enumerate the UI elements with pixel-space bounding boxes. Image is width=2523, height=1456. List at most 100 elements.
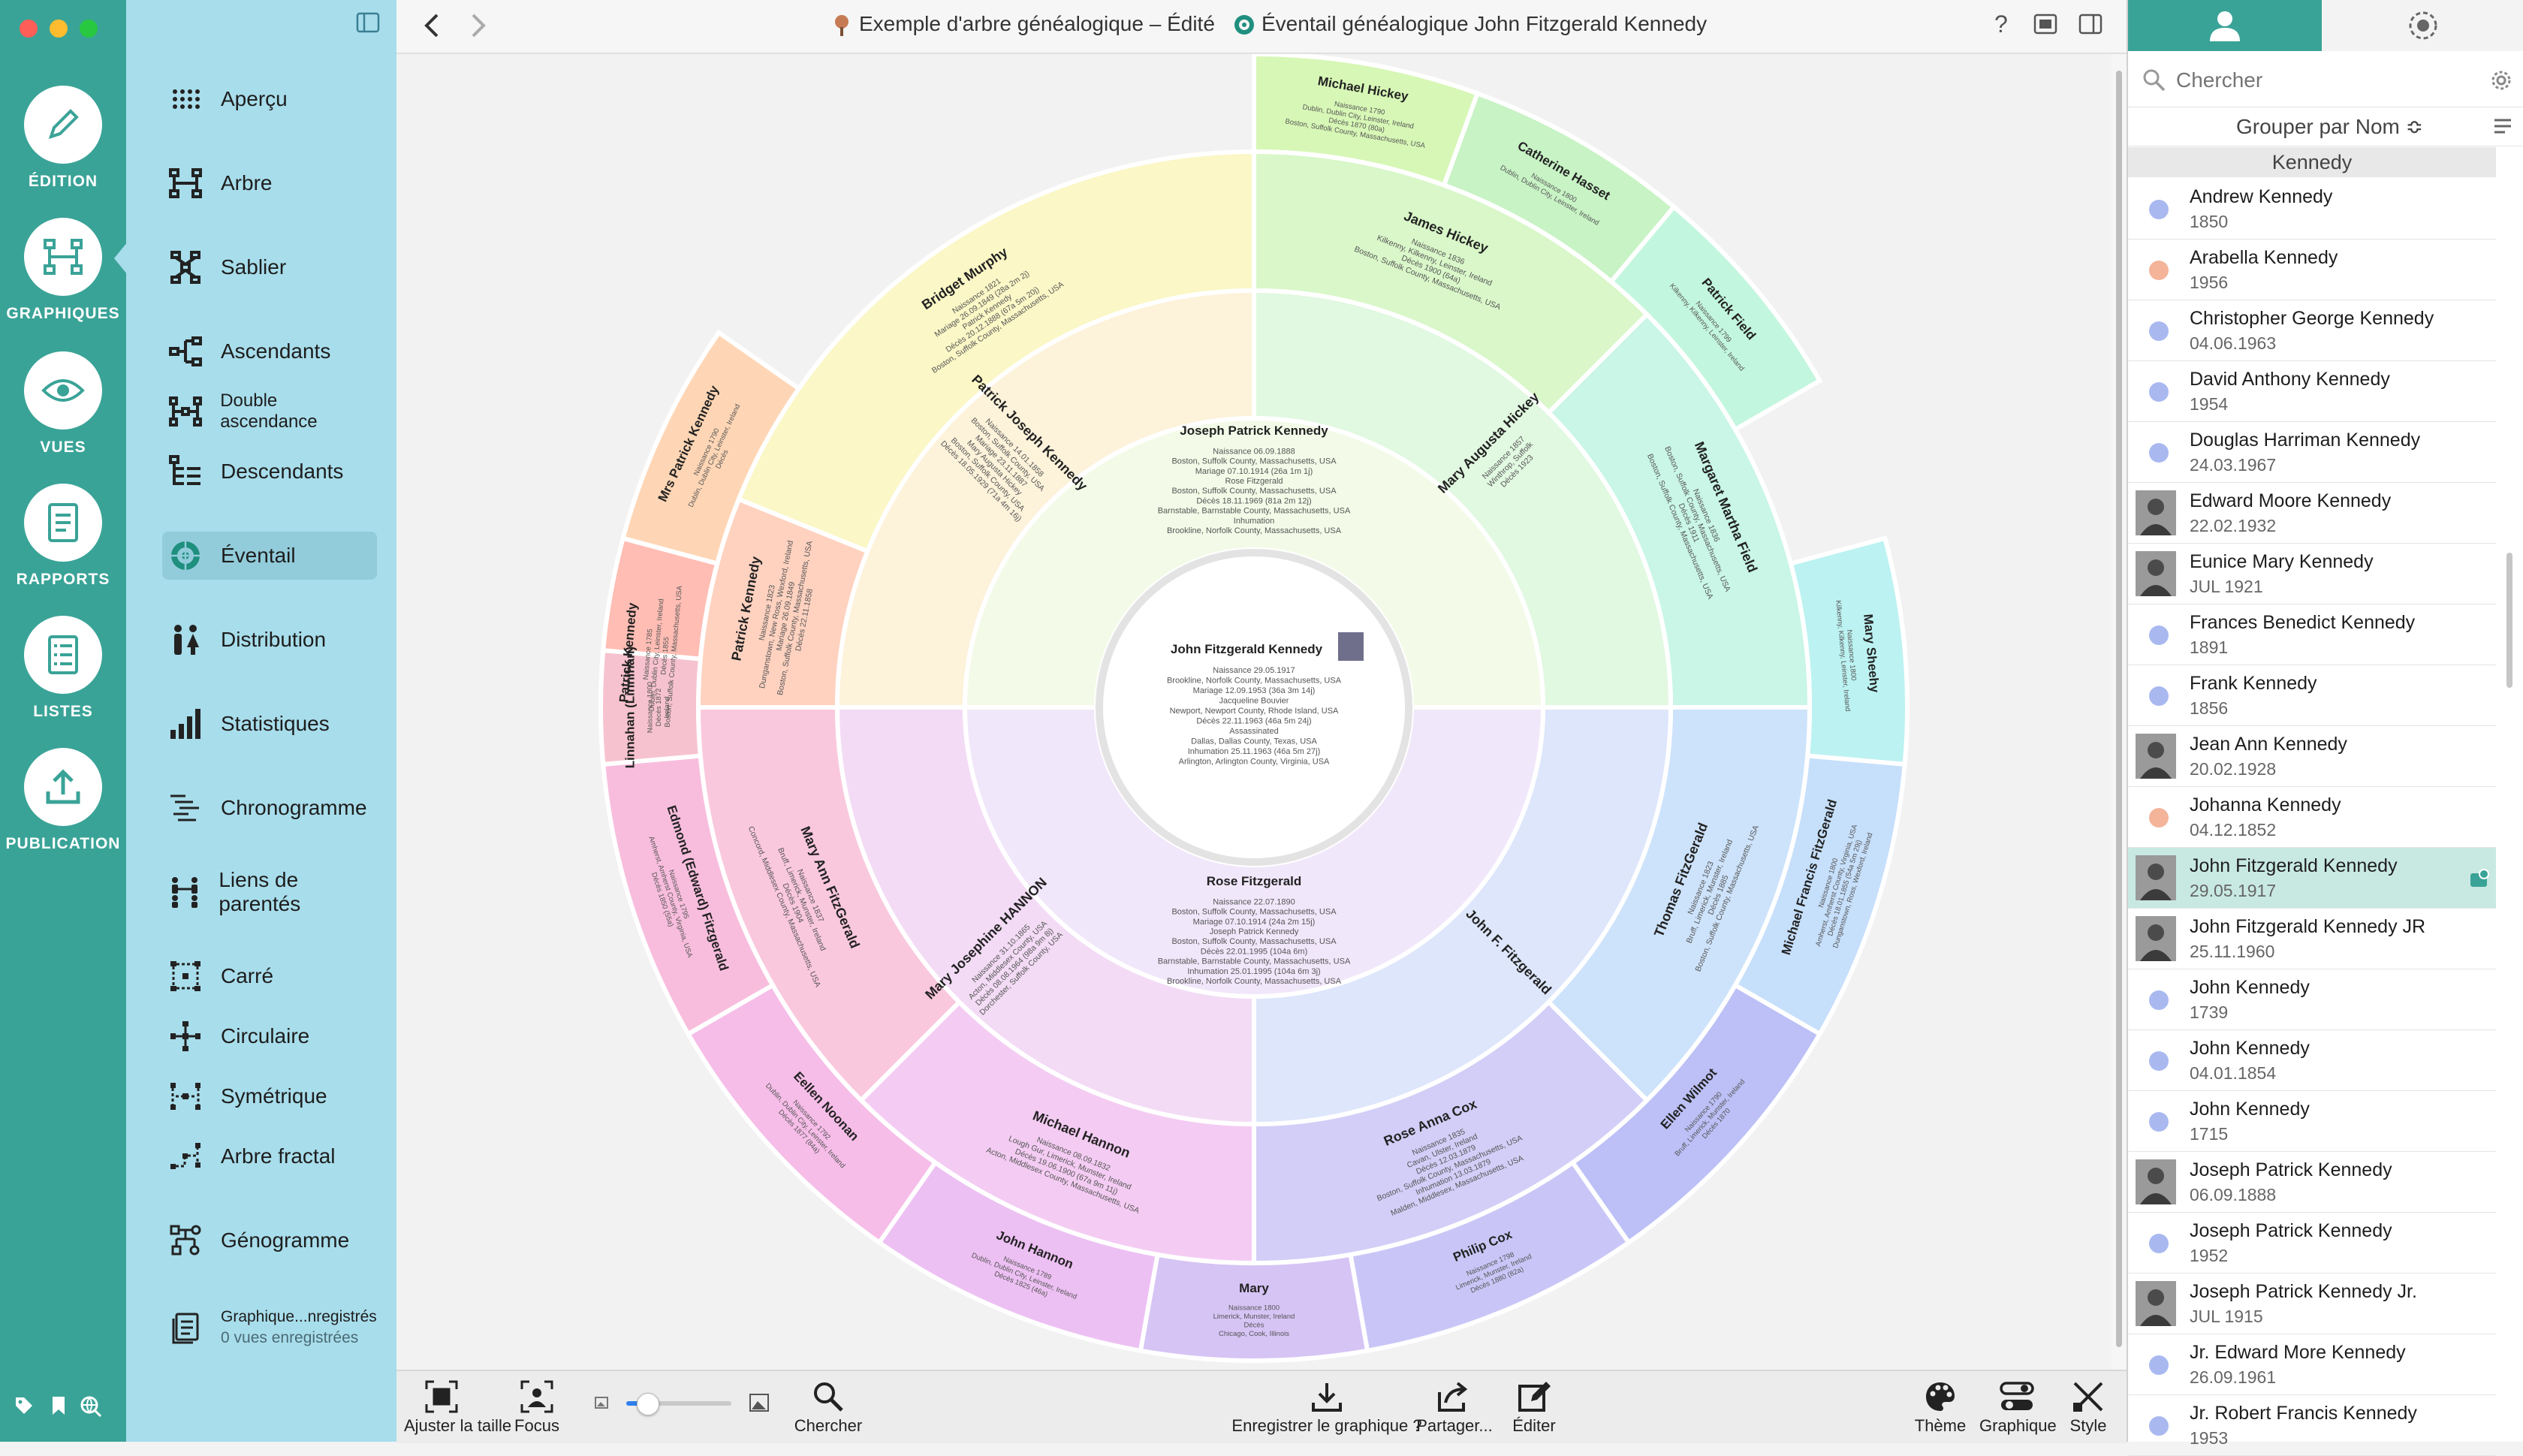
center-person-detail: Naissance 29.05.1917 (1213, 666, 1295, 675)
bookmark-icon[interactable] (50, 1395, 68, 1416)
bar-stats-icon (167, 705, 204, 743)
canvas-vertical-scrollbar[interactable] (2112, 54, 2127, 1370)
search-settings-icon[interactable] (2488, 68, 2514, 97)
sidebar-item-circulaire[interactable]: Circulaire (162, 1012, 377, 1060)
sidebar-item-ascendants[interactable]: Ascendants (162, 327, 377, 375)
window-layout-icon[interactable] (2033, 14, 2057, 38)
zoom-in-icon[interactable] (749, 1394, 769, 1415)
forward-icon[interactable] (470, 12, 487, 43)
person-date: JUL 1921 (2190, 577, 2263, 596)
sidebar-item-sablier[interactable]: Sablier (162, 243, 377, 291)
web-search-icon[interactable] (80, 1395, 102, 1418)
tab-focus[interactable] (2322, 0, 2523, 51)
fit-size-icon (404, 1377, 479, 1416)
sidebar-item-liens-de-parentes[interactable]: Liens de parentés (162, 868, 377, 916)
person-list-item[interactable]: Joseph Patrick Kennedy Jr.JUL 1915 (2128, 1274, 2496, 1334)
gender-dot (2149, 200, 2169, 219)
sidebar-item-genogramme[interactable]: Génogramme (162, 1216, 377, 1265)
rail-vues[interactable]: VUES (0, 351, 126, 457)
circular-chart-icon (167, 1017, 204, 1055)
sidebar-item-distribution[interactable]: Distribution (162, 616, 377, 664)
list-options-icon[interactable] (2493, 117, 2512, 140)
search-chart-button[interactable]: Chercher (787, 1377, 870, 1436)
sidebar-item-apercu[interactable]: Aperçu (162, 75, 377, 123)
window-close-button[interactable] (20, 20, 38, 38)
group-by-selector[interactable]: Grouper par Nom ≎ (2128, 108, 2523, 146)
toggle-inspector-icon[interactable] (2078, 14, 2102, 38)
fan-center-person[interactable] (1096, 549, 1412, 866)
sidebar-item-chronogramme[interactable]: Chronogramme (162, 784, 377, 832)
sidebar-item-label: Descendants (221, 460, 344, 483)
search-input[interactable] (2175, 65, 2463, 96)
theme-button[interactable]: Thème (1910, 1377, 1970, 1436)
fan-chart-title-icon (1233, 14, 1255, 40)
chart-settings-button[interactable]: Graphique (1979, 1377, 2057, 1436)
rail-listes[interactable]: LISTES (0, 616, 126, 721)
tag-icon[interactable] (14, 1395, 35, 1416)
rail-label: ÉDITION (28, 173, 98, 190)
gender-dot (2149, 321, 2169, 341)
rail-graphiques[interactable]: GRAPHIQUES (0, 218, 126, 323)
window-zoom-button[interactable] (80, 20, 98, 38)
sidebar-saved-charts[interactable]: Graphique...nregistrés 0 vues enregistré… (162, 1298, 377, 1358)
fit-size-button[interactable]: Ajuster la taille (404, 1377, 511, 1436)
help-icon[interactable]: ? (1994, 11, 2008, 38)
rail-publication[interactable]: PUBLICATION (0, 748, 126, 853)
zoom-slider-knob[interactable] (637, 1393, 659, 1415)
document-tree-icon (832, 14, 852, 41)
focus-button[interactable]: Focus (511, 1377, 563, 1436)
person-date: 29.05.1917 (2190, 881, 2277, 900)
person-icon (2210, 11, 2240, 41)
person-name: Frank Kennedy (2190, 673, 2317, 694)
rail-rapports[interactable]: RAPPORTS (0, 484, 126, 589)
sidebar-item-arbre-fractal[interactable]: Arbre fractal (162, 1132, 377, 1180)
back-icon[interactable] (424, 12, 440, 43)
center-person-detail: Dallas, Dallas County, Texas, USA (1191, 737, 1317, 746)
square-chart-icon (167, 957, 204, 995)
sidebar-item-eventail[interactable]: Éventail (162, 532, 377, 580)
search-icon (787, 1377, 870, 1416)
gender-dot (2149, 1112, 2169, 1132)
style-button[interactable]: Style (2063, 1377, 2113, 1436)
sidebar-item-double-ascendance[interactable]: Double ascendance (162, 387, 377, 436)
share-button[interactable]: Partager... (1413, 1377, 1496, 1436)
sidebar-item-arbre[interactable]: Arbre (162, 159, 377, 207)
save-chart-button[interactable]: Enregistrer le graphique ? (1210, 1377, 1443, 1436)
window-minimize-button[interactable] (50, 20, 68, 38)
zoom-out-icon[interactable] (595, 1397, 608, 1412)
person-date: 24.03.1967 (2190, 455, 2277, 475)
sidebar-item-statistiques[interactable]: Statistiques (162, 700, 377, 748)
tab-persons[interactable] (2128, 0, 2322, 51)
toggle-sidebar-icon[interactable] (356, 12, 380, 37)
person-list-scrollbar[interactable] (2502, 147, 2517, 1439)
zoom-slider[interactable] (626, 1393, 731, 1415)
fan-person-detail: Décès 22.01.1995 (104a 6m) (1201, 947, 1307, 956)
edit-button[interactable]: Éditer (1500, 1377, 1568, 1436)
sidebar-item-carre[interactable]: Carré (162, 952, 377, 1000)
sidebar-item-descendants[interactable]: Descendants (162, 448, 377, 496)
sidebar-item-symetrique[interactable]: Symétrique (162, 1072, 377, 1120)
rail-edition[interactable]: ÉDITION (0, 86, 126, 191)
